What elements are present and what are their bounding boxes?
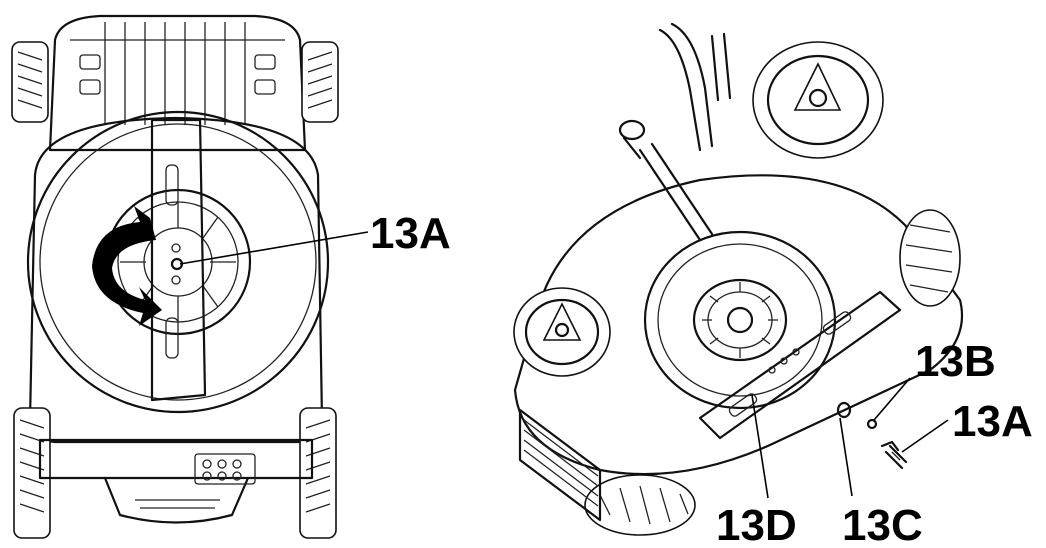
- tilted-front-left-wheel: [513, 287, 611, 377]
- bolt-part: [880, 440, 908, 470]
- front-grille: [518, 408, 602, 522]
- front-left-wheel: [13, 407, 51, 539]
- washer-part: [866, 418, 878, 430]
- callout-13c: 13C: [842, 501, 923, 548]
- leader-line-13d: [751, 394, 769, 499]
- rear-left-wheel: [11, 41, 49, 123]
- tilted-cutting-blade: [698, 290, 902, 440]
- callout-13a-right: 13A: [952, 397, 1033, 446]
- callout-13a-left: 13A: [370, 209, 451, 258]
- leader-line-13a-left: [179, 231, 369, 265]
- mower-handle: [618, 22, 732, 242]
- blade-housing: [26, 110, 330, 414]
- callout-13b: 13B: [915, 337, 996, 386]
- rear-right-wheel: [301, 41, 339, 123]
- leader-line-13a-right: [901, 419, 949, 453]
- spacer-part: [836, 401, 852, 419]
- curved-arrow-icon: [92, 206, 162, 326]
- callout-13d: 13D: [716, 501, 797, 548]
- rear-housing: [48, 14, 307, 152]
- tilted-front-right-wheel: [899, 209, 961, 307]
- front-right-wheel: [299, 407, 337, 539]
- tilted-bottom-wheel: [584, 474, 696, 536]
- tilted-deck-outline: [513, 174, 964, 476]
- mower-tilted-view: [513, 22, 964, 536]
- mower-underside-view: [11, 14, 369, 539]
- leader-line-13b: [873, 377, 911, 421]
- front-bumper: [38, 438, 314, 524]
- tilted-rear-wheel: [752, 41, 884, 159]
- tilted-blade-housing: [643, 230, 837, 410]
- leader-line-13c: [839, 417, 853, 497]
